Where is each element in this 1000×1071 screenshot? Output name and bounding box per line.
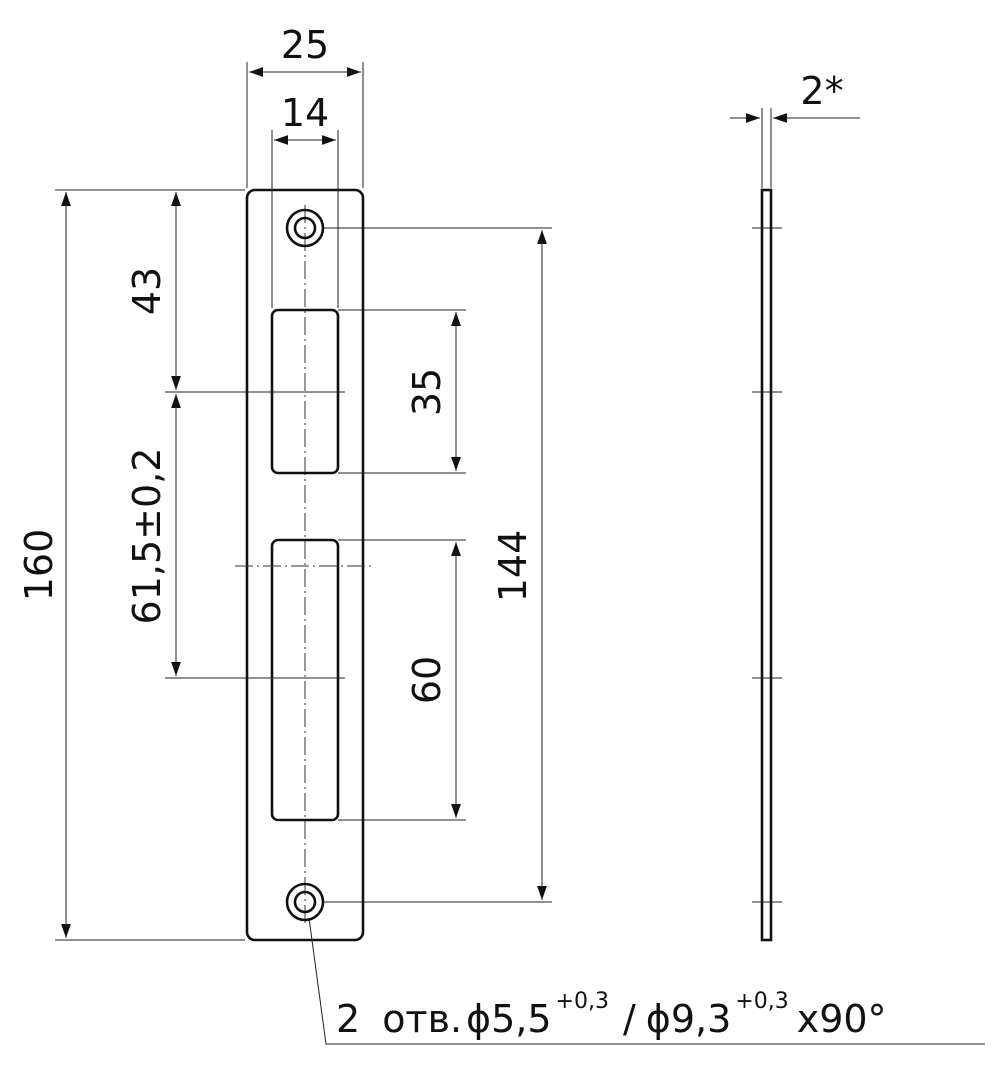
side-view — [752, 188, 782, 942]
lower-hole — [285, 882, 325, 922]
dim-width-25: 25 — [246, 23, 364, 188]
upper-hole — [285, 208, 325, 248]
lower-slot — [270, 538, 340, 822]
dim-thickness: 2* — [730, 69, 860, 188]
dim-160-label: 160 — [17, 529, 61, 602]
dim-height-160: 160 — [17, 189, 245, 941]
dim-61-5-label: 61,5±0,2 — [125, 448, 169, 625]
plate-outline — [245, 188, 365, 942]
dim-144: 144 — [324, 227, 552, 903]
note-d2: ϕ9,3 — [646, 997, 732, 1041]
dim-14-label: 14 — [281, 91, 329, 135]
dim-25-label: 25 — [281, 23, 329, 67]
dim-61-5: 61,5±0,2 — [125, 394, 345, 679]
note-countersink: x90° — [797, 997, 887, 1041]
note-count: 2 — [336, 997, 360, 1041]
dim-144-label: 144 — [491, 530, 535, 603]
note-tol2: +0,3 — [735, 989, 788, 1014]
dim-35: 35 — [338, 309, 466, 474]
note-text: 2 отв. ϕ5,5 +0,3 / ϕ9,3 +0,3 x90° — [336, 989, 887, 1041]
hole-note: 2 отв. ϕ5,5 +0,3 / ϕ9,3 +0,3 x90° — [308, 917, 985, 1045]
note-d1: ϕ5,5 — [466, 997, 552, 1041]
dim-60-label: 60 — [405, 656, 449, 704]
dim-width-14: 14 — [271, 91, 339, 308]
dim-43-label: 43 — [125, 267, 169, 315]
dim-35-label: 35 — [405, 368, 449, 416]
note-slash: / — [623, 997, 636, 1041]
dim-60: 60 — [338, 539, 466, 821]
dim-43: 43 — [125, 192, 345, 393]
front-view — [235, 188, 372, 942]
dim-thickness-label: 2* — [800, 69, 843, 113]
note-abbr: отв. — [382, 997, 462, 1041]
note-tol1: +0,3 — [556, 989, 609, 1014]
side-profile — [760, 188, 773, 942]
